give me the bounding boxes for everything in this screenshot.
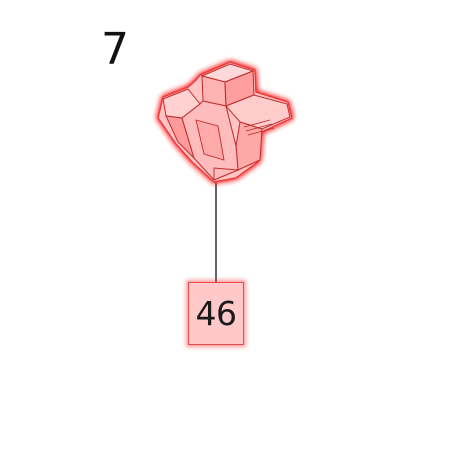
part-46-shape — [157, 61, 293, 183]
step-number: 7 — [101, 24, 129, 75]
part-number-label: 46 — [195, 294, 238, 333]
part-number-callout: 46 — [188, 282, 244, 345]
